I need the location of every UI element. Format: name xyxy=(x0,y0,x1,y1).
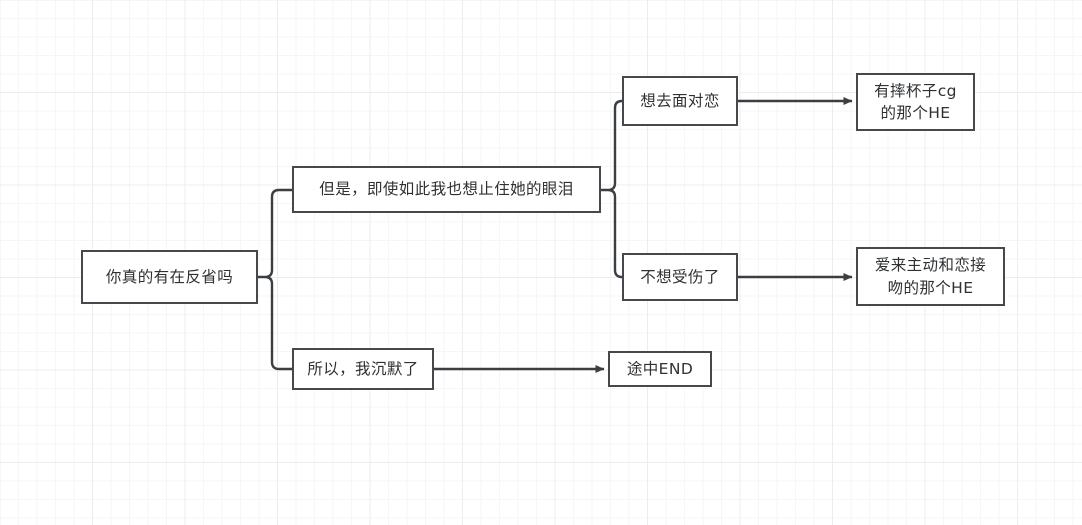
node-face[interactable]: 想去面对恋 xyxy=(622,76,738,126)
node-no-hurt[interactable]: 不想受伤了 xyxy=(622,253,738,301)
node-he-cup[interactable]: 有摔杯子cg 的那个HE xyxy=(856,73,975,131)
edge-root-to-branches xyxy=(256,188,294,371)
node-branch-cry[interactable]: 但是，即使如此我也想止住她的眼泪 xyxy=(292,166,601,213)
node-he-kiss[interactable]: 爱来主动和恋接 吻的那个HE xyxy=(856,247,1005,306)
node-branch-silent[interactable]: 所以，我沉默了 xyxy=(292,348,434,390)
node-root[interactable]: 你真的有在反省吗 xyxy=(81,250,258,304)
edge-cry-to-options xyxy=(599,99,624,279)
node-end-mid[interactable]: 途中END xyxy=(608,351,712,387)
